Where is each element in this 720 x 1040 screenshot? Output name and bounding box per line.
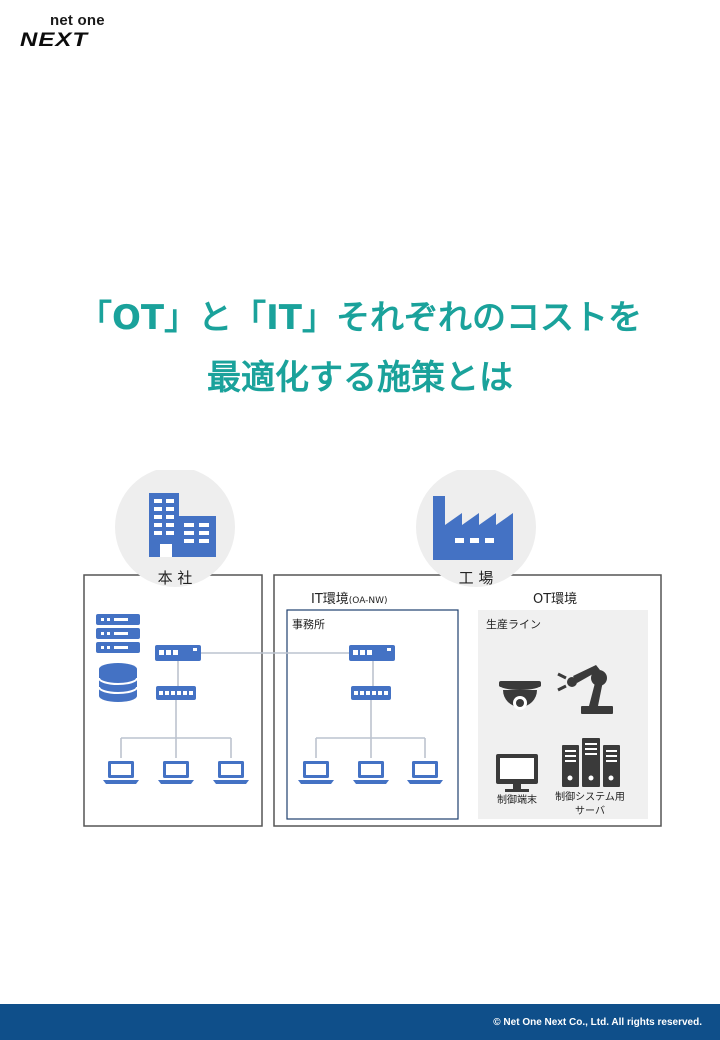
office-laptop-icon-3 — [407, 761, 443, 784]
office-laptop-icon-2 — [353, 761, 389, 784]
server-rack-icon — [96, 614, 140, 653]
building-icon — [149, 493, 216, 557]
factory-label: 工 場 — [459, 569, 494, 587]
factory-icon — [433, 496, 513, 560]
it-env-main: IT環境 — [311, 592, 349, 607]
office-core-switch-icon — [349, 645, 395, 661]
office-edge-switch-icon — [351, 686, 391, 700]
company-logo: net one NEXT — [20, 12, 145, 52]
hq-laptop-icon-1 — [103, 761, 139, 784]
hq-laptop-icon-2 — [158, 761, 194, 784]
hq-label: 本 社 — [158, 569, 193, 587]
server-tower-icon — [562, 738, 620, 787]
control-server-label-2: サーバ — [575, 805, 605, 817]
hq-building-badge: 本 社 — [115, 470, 235, 587]
it-env-label: IT環境(OA-NW) — [311, 592, 388, 607]
network-diagram: 本 社 工 場 IT環境(OA-NW) OT環境 事務所 生産ライン — [83, 470, 662, 827]
footer-bar: © Net One Next Co., Ltd. All rights rese… — [0, 1004, 720, 1040]
factory-badge: 工 場 — [416, 470, 536, 587]
database-icon — [98, 663, 138, 702]
hq-core-switch-icon — [155, 645, 201, 661]
office-laptop-icon-1 — [298, 761, 334, 784]
page-title-line-1: 「OT」と「IT」それぞれのコストを — [78, 298, 642, 338]
office-frame — [286, 609, 459, 820]
hq-edge-switch-icon — [156, 686, 196, 700]
network-links — [120, 652, 426, 758]
monitor-icon — [496, 754, 538, 792]
robot-arm-icon — [557, 665, 613, 714]
ot-env-label: OT環境 — [533, 592, 577, 607]
production-line-label: 生産ライン — [486, 617, 541, 631]
logo-text-small: net one — [50, 12, 105, 29]
it-env-sub: (OA-NW) — [349, 596, 388, 606]
logo-text-big: NEXT — [20, 29, 89, 52]
page-title-line-2: 最適化する施策とは — [207, 358, 513, 398]
production-line-area — [478, 610, 648, 819]
control-terminal-label: 制御端末 — [497, 793, 537, 806]
copyright-text: © Net One Next Co., Ltd. All rights rese… — [493, 1017, 702, 1028]
office-label: 事務所 — [292, 617, 325, 631]
security-camera-icon — [499, 681, 541, 710]
control-server-label-1: 制御システム用 — [555, 790, 625, 803]
hq-laptop-icon-3 — [213, 761, 249, 784]
